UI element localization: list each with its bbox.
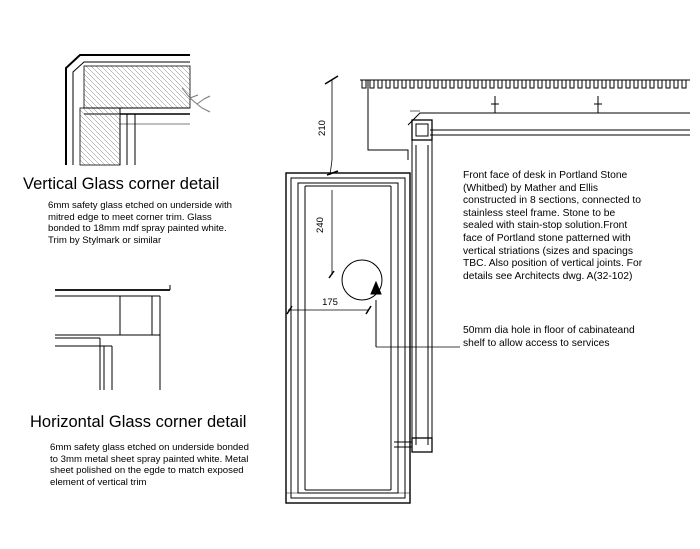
dimension-175: 175 bbox=[322, 297, 338, 308]
dimension-lines bbox=[286, 75, 420, 315]
stone-striations bbox=[361, 79, 690, 89]
vertical-detail-note: 6mm safety glass etched on underside wit… bbox=[48, 200, 232, 246]
horizontal-detail-note: 6mm safety glass etched on underside bon… bbox=[50, 442, 249, 488]
desk-plan bbox=[285, 79, 690, 504]
service-hole-annotation: 50mm dia hole in floor of cabinateand sh… bbox=[463, 325, 635, 349]
dimension-210: 210 bbox=[317, 120, 328, 136]
horizontal-detail-title: Horizontal Glass corner detail bbox=[30, 413, 247, 431]
vertical-detail-title: Vertical Glass corner detail bbox=[23, 175, 220, 193]
desk-front-annotation: Front face of desk in Portland Stone (Wh… bbox=[463, 170, 643, 282]
vertical-corner-detail bbox=[65, 54, 211, 166]
dimension-240: 240 bbox=[315, 217, 326, 233]
horizontal-corner-detail bbox=[55, 285, 171, 390]
